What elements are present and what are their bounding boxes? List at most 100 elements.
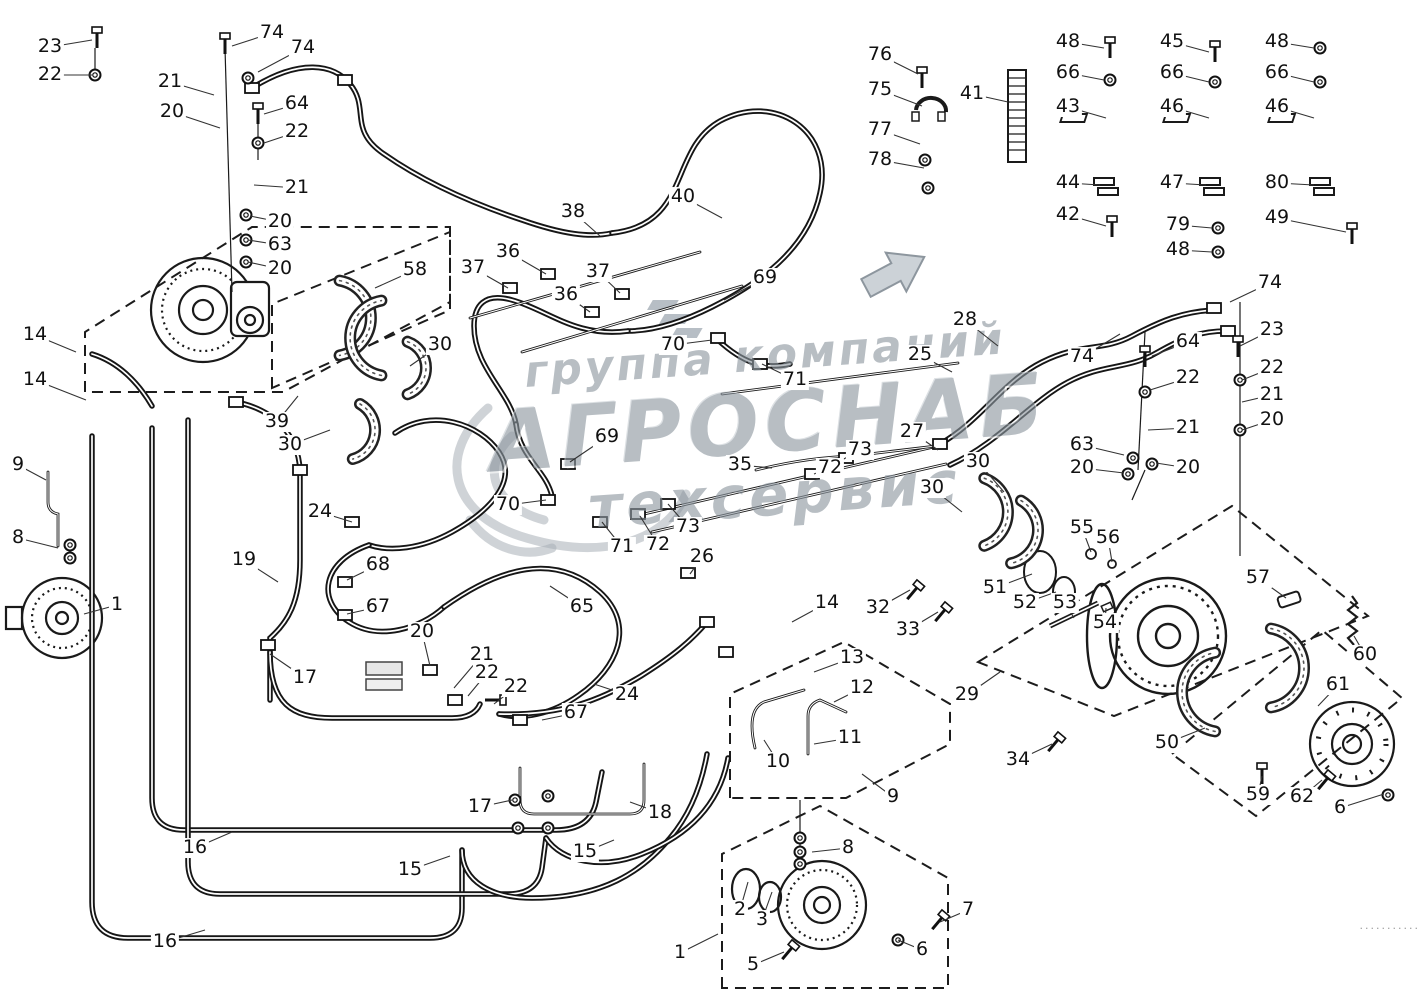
part-callout-17: 17 [290, 666, 320, 689]
part-callout-21: 21 [1173, 416, 1203, 439]
part-callout-63: 63 [265, 233, 295, 256]
part-callout-36: 36 [493, 240, 523, 263]
part-callout-3: 3 [753, 908, 771, 931]
part-callout-24: 24 [612, 683, 642, 706]
part-callout-29: 29 [952, 683, 982, 706]
part-callout-34: 34 [1003, 748, 1033, 771]
generated-art [46, 26, 1395, 961]
direction-arrow-icon [859, 251, 926, 299]
part-callout-61: 61 [1323, 673, 1353, 696]
part-callout-67: 67 [363, 595, 393, 618]
part-callout-22: 22 [501, 675, 531, 698]
part-callout-79: 79 [1163, 213, 1193, 236]
part-callout-66: 66 [1053, 61, 1083, 84]
pin-54 [1100, 601, 1114, 613]
part-callout-40: 40 [668, 185, 698, 208]
part-callout-6: 6 [913, 938, 931, 961]
part-callout-30: 30 [425, 333, 455, 356]
part-callout-16: 16 [150, 930, 180, 953]
part-callout-21: 21 [282, 176, 312, 199]
planetary-drive-top-left [149, 256, 271, 364]
part-callout-32: 32 [863, 596, 893, 619]
part-callout-43: 43 [1053, 95, 1083, 118]
part-callout-30: 30 [963, 450, 993, 473]
part-callout-70: 70 [658, 333, 688, 356]
part-callout-52: 52 [1010, 591, 1040, 614]
part-callout-63: 63 [1067, 433, 1097, 456]
part-callout-20: 20 [157, 100, 187, 123]
part-callout-11: 11 [835, 726, 865, 749]
part-callout-20: 20 [1173, 456, 1203, 479]
part-callout-25: 25 [905, 343, 935, 366]
part-callout-78: 78 [865, 148, 895, 171]
part-callout-14: 14 [20, 323, 50, 346]
part-callout-55: 55 [1067, 516, 1097, 539]
part-callout-74: 74 [257, 21, 287, 44]
part-callout-22: 22 [1173, 366, 1203, 389]
part-callout-9: 9 [884, 785, 902, 808]
part-callout-12: 12 [847, 676, 877, 699]
part-callout-7: 7 [959, 898, 977, 921]
part-callout-59: 59 [1243, 783, 1273, 806]
part-callout-54: 54 [1090, 611, 1120, 634]
dashed-boxes [84, 226, 1404, 989]
part-callout-72: 72 [643, 533, 673, 556]
part-callout-6: 6 [1331, 796, 1349, 819]
part-callout-10: 10 [763, 750, 793, 773]
part-callout-49: 49 [1262, 206, 1292, 229]
part-callout-2: 2 [731, 898, 749, 921]
part-callout-70: 70 [493, 493, 523, 516]
part-callout-77: 77 [865, 118, 895, 141]
part-callout-60: 60 [1350, 643, 1380, 666]
part-callout-74: 74 [288, 36, 318, 59]
part-callout-24: 24 [305, 500, 335, 523]
part-callout-9: 9 [9, 453, 27, 476]
part-callout-69: 69 [592, 425, 622, 448]
part-callout-53: 53 [1050, 591, 1080, 614]
part-callout-27: 27 [897, 420, 927, 443]
part-callout-23: 23 [1257, 318, 1287, 341]
part-callout-22: 22 [282, 120, 312, 143]
part-callout-48: 48 [1163, 238, 1193, 261]
part-callout-16: 16 [180, 836, 210, 859]
part-callout-15: 15 [395, 858, 425, 881]
part-callout-35: 35 [725, 453, 755, 476]
part-callout-71: 71 [607, 535, 637, 558]
part-callout-20: 20 [1257, 408, 1287, 431]
part-callout-62: 62 [1287, 785, 1317, 808]
part-callout-68: 68 [363, 553, 393, 576]
part-callout-64: 64 [1173, 330, 1203, 353]
part-callout-72: 72 [815, 456, 845, 479]
part-callout-14: 14 [20, 368, 50, 391]
part-callout-17: 17 [465, 795, 495, 818]
part-callout-15: 15 [570, 840, 600, 863]
part-callout-74: 74 [1255, 271, 1285, 294]
part-callout-45: 45 [1157, 30, 1187, 53]
part-callout-18: 18 [645, 801, 675, 824]
part-callout-20: 20 [265, 210, 295, 233]
part-callout-73: 73 [673, 515, 703, 538]
part-callout-1: 1 [671, 941, 689, 964]
part-callout-44: 44 [1053, 171, 1083, 194]
part-callout-73: 73 [845, 438, 875, 461]
part-callout-66: 66 [1262, 61, 1292, 84]
part-callout-57: 57 [1243, 566, 1273, 589]
brake-drum-far-right [1308, 700, 1396, 788]
part-callout-30: 30 [917, 476, 947, 499]
part-callout-36: 36 [551, 283, 581, 306]
part-callout-30: 30 [275, 433, 305, 456]
part-callout-39: 39 [262, 410, 292, 433]
part-callout-69: 69 [750, 266, 780, 289]
part-callout-42: 42 [1053, 203, 1083, 226]
part-callout-33: 33 [893, 618, 923, 641]
part-callout-67: 67 [561, 701, 591, 724]
part-callout-46: 46 [1262, 95, 1292, 118]
part-callout-28: 28 [950, 308, 980, 331]
part-callout-22: 22 [472, 661, 502, 684]
part-callout-71: 71 [780, 368, 810, 391]
part-callout-22: 22 [1257, 356, 1287, 379]
part-callout-13: 13 [837, 646, 867, 669]
corner-marks: ··········· [1359, 922, 1420, 935]
